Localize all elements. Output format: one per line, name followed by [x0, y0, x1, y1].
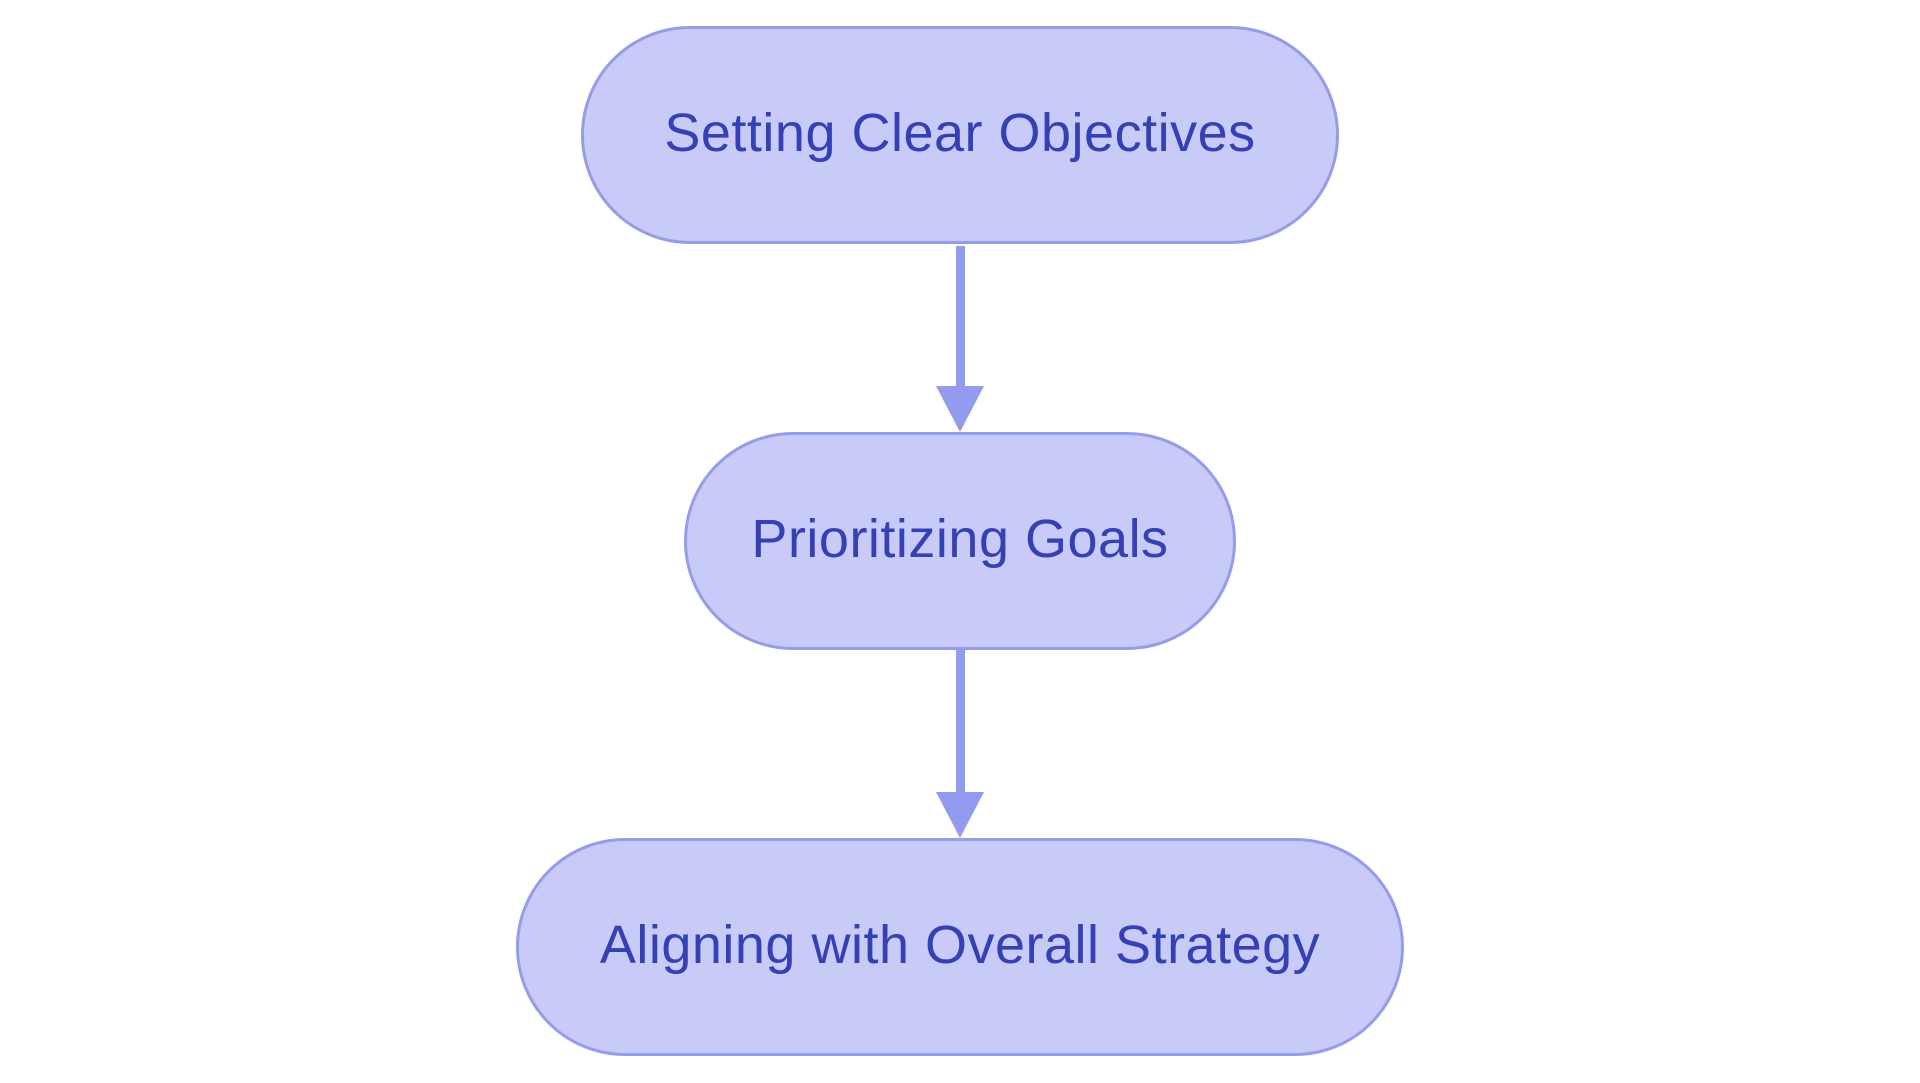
- arrow-line: [955, 246, 965, 386]
- node-label-aligning-with-overall-strategy: Aligning with Overall Strategy: [599, 915, 1321, 975]
- node-label-setting-clear-objectives: Setting Clear Objectives: [664, 103, 1256, 163]
- arrow-head-icon: [936, 792, 984, 838]
- node-label-prioritizing-goals: Prioritizing Goals: [751, 509, 1169, 569]
- arrow-head-icon: [936, 386, 984, 432]
- flow-node-setting-clear-objectives[interactable]: Setting Clear Objectives: [581, 26, 1339, 244]
- connector-arrow-down-1: [936, 246, 984, 432]
- flow-node-prioritizing-goals[interactable]: Prioritizing Goals: [684, 432, 1236, 650]
- arrow-line: [955, 650, 965, 792]
- flow-node-aligning-with-overall-strategy[interactable]: Aligning with Overall Strategy: [516, 838, 1404, 1056]
- connector-arrow-down-2: [936, 650, 984, 838]
